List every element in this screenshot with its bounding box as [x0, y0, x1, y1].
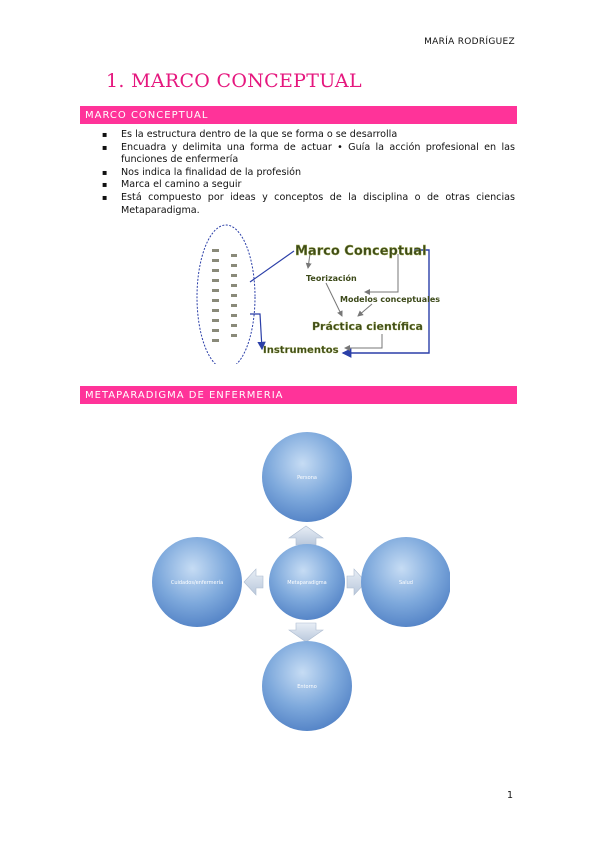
label-modelos-conceptuales: Modelos conceptuales — [340, 295, 440, 304]
marco-to-modelos-arrow — [364, 254, 399, 295]
node-label-cuidados: Cuidados/enfermería — [171, 579, 223, 586]
node-label-metaparadigma: Metaparadigma — [287, 580, 326, 586]
list-item: Encuadra y delimita una forma de actuar … — [102, 142, 515, 167]
list-item: Nos indica la finalidad de la profesión — [102, 167, 515, 180]
arrow-down-icon — [288, 622, 324, 643]
teorizacion-to-practica-arrow — [325, 282, 343, 317]
arrow-left-icon — [243, 568, 264, 596]
node-metaparadigma: Metaparadigma — [269, 544, 345, 620]
node-persona: Persona — [262, 432, 352, 522]
arrow-up-icon — [288, 525, 324, 546]
ellipse-to-marco-line — [249, 250, 295, 283]
page-number: 1 — [506, 790, 513, 801]
metaparadigma-diagram: Persona Salud Entorno Cuidados/enfermerí… — [152, 432, 450, 731]
node-label-salud: Salud — [399, 580, 413, 586]
marco-to-teorizacion-arrow — [305, 253, 312, 269]
marco-conceptual-diagram: Marco Conceptual Teorización Modelos con… — [196, 224, 440, 364]
section-heading-marco-conceptual: MARCO CONCEPTUAL — [80, 106, 517, 124]
list-item: Es la estructura dentro de la que se for… — [102, 129, 515, 142]
header-author: MARÍA RODRÍGUEZ — [424, 37, 515, 47]
node-label-persona: Persona — [297, 475, 317, 481]
ellipse-glyphs — [212, 249, 237, 342]
section-heading-metaparadigma: METAPARADIGMA DE ENFERMERIA — [80, 386, 517, 404]
node-cuidados: Cuidados/enfermería — [152, 537, 242, 627]
label-marco-conceptual: Marco Conceptual — [295, 244, 427, 259]
practica-to-instrumentos-arrow — [344, 334, 383, 351]
node-label-entorno: Entorno — [297, 684, 317, 690]
modelos-to-practica-arrow — [357, 303, 373, 317]
list-item: Marca el camino a seguir — [102, 179, 515, 192]
label-practica-cientifica: Práctica científica — [312, 320, 423, 333]
label-instrumentos: Instrumentos — [263, 345, 339, 356]
label-teorizacion: Teorización — [306, 273, 357, 283]
loop-arrow — [341, 249, 430, 358]
node-salud: Salud — [361, 537, 450, 627]
list-item: Está compuesto por ideas y conceptos de … — [102, 192, 515, 217]
node-entorno: Entorno — [262, 641, 352, 731]
page-title: 1. MARCO CONCEPTUAL — [106, 70, 362, 92]
bullet-list: Es la estructura dentro de la que se for… — [102, 129, 515, 217]
arrow-right-icon — [346, 568, 367, 596]
concept-ellipse — [196, 224, 256, 364]
ellipse-to-instrumentos-line — [250, 313, 266, 351]
